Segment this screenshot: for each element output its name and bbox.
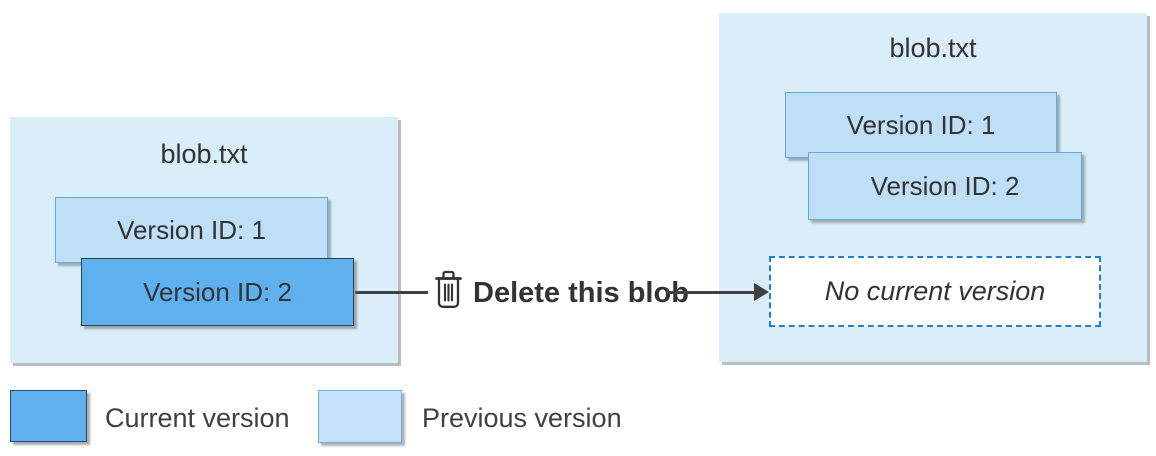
connector-line-right — [666, 291, 756, 294]
trash-icon — [433, 270, 464, 314]
source-blob-title: blob.txt — [160, 139, 248, 169]
source-version-2-card-current: Version ID: 2 — [81, 258, 354, 326]
connector-line-left — [355, 291, 428, 294]
legend-current-version-label: Current version — [105, 403, 290, 433]
result-version-1-card: Version ID: 1 — [785, 92, 1057, 158]
source-version-1-card: Version ID: 1 — [55, 197, 328, 263]
result-blob-panel: blob.txt Version ID: 1 Version ID: 2 No … — [719, 13, 1147, 362]
arrow-head-icon — [754, 283, 769, 301]
result-version-2-card: Version ID: 2 — [808, 152, 1082, 220]
source-blob-panel: blob.txt Version ID: 1 Version ID: 2 — [10, 117, 398, 363]
delete-action-label: Delete this blob — [473, 277, 689, 309]
result-blob-title: blob.txt — [889, 33, 977, 63]
legend-previous-version-label: Previous version — [422, 403, 622, 433]
no-current-version-box: No current version — [769, 256, 1101, 327]
legend-previous-version-swatch — [318, 390, 402, 443]
legend-current-version-swatch — [10, 390, 87, 442]
